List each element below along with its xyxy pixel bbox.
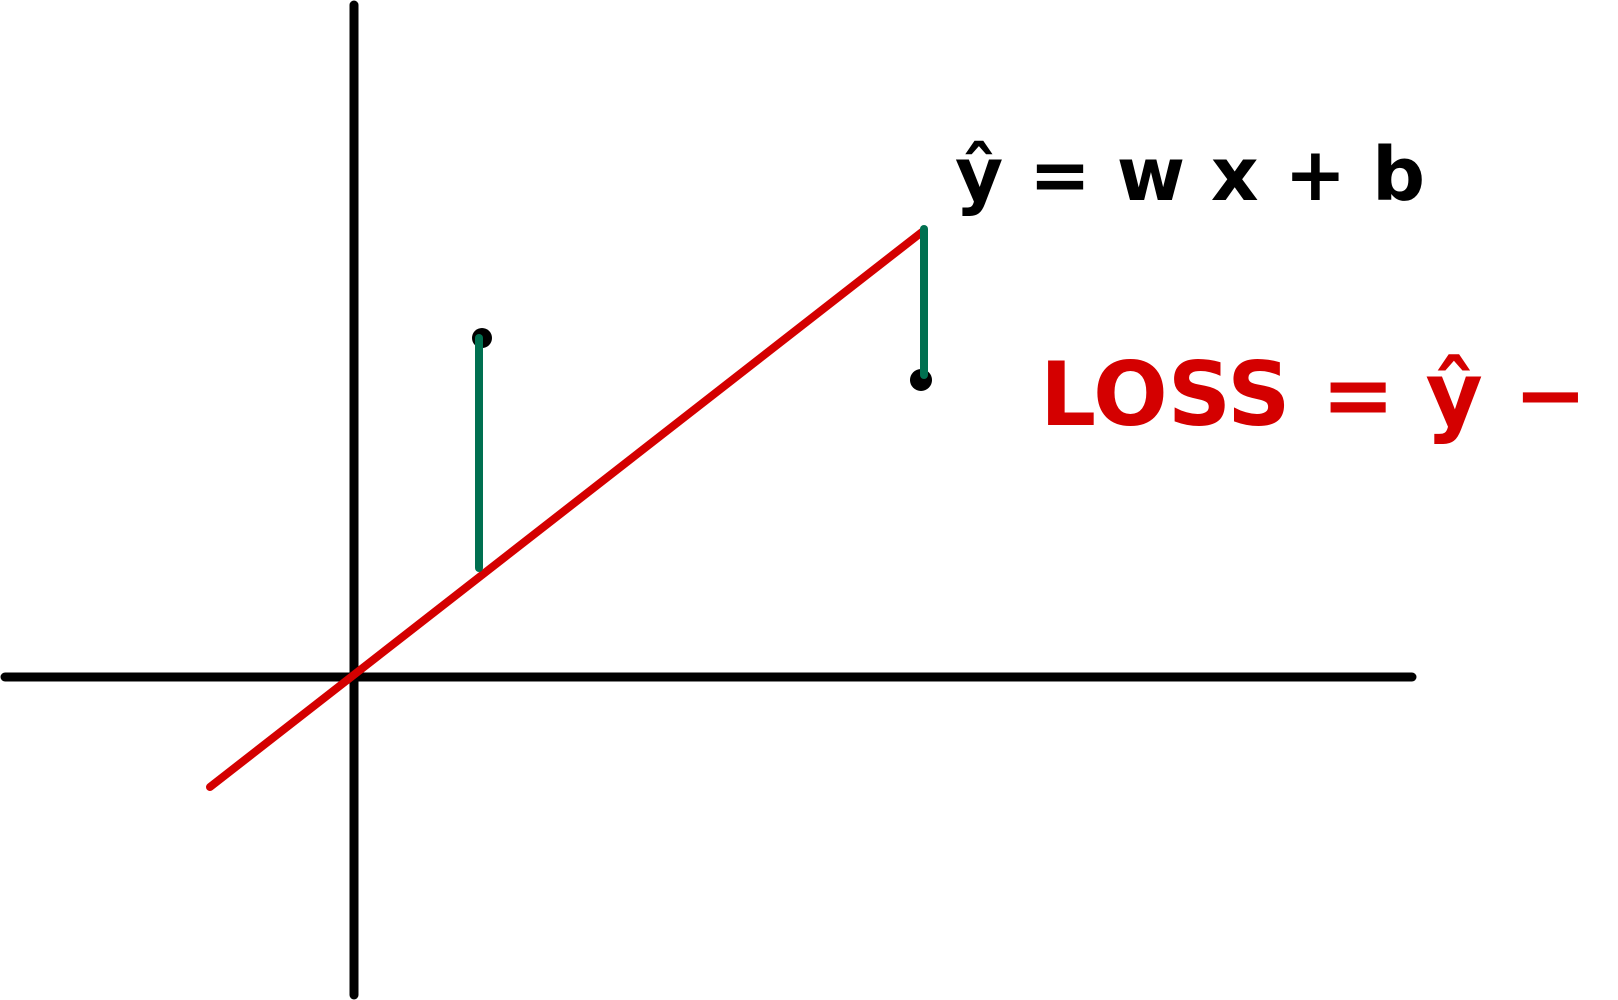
residuals [475,225,928,572]
prediction-equation: ŷ = w x + b [955,132,1425,218]
loss-equation: LOSS = ŷ − y [1040,343,1618,446]
data-points [472,328,932,391]
regression-line [206,228,926,791]
axes [0,0,1417,1000]
